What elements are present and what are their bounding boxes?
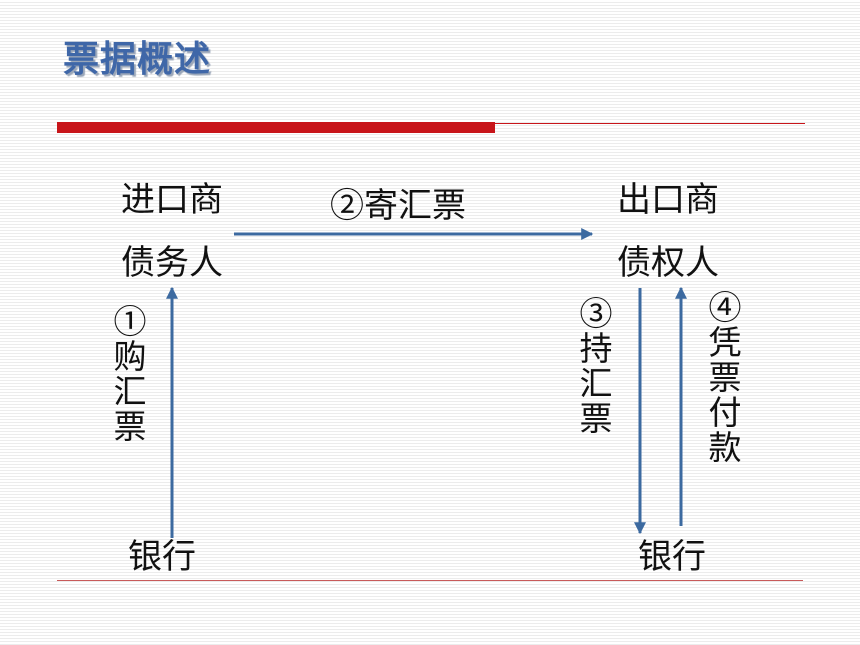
importer-label: 进口商 xyxy=(121,180,223,220)
bank-right-label: 银行 xyxy=(638,537,706,577)
step3-label: ③持汇票 xyxy=(579,294,613,438)
step1-label: ①购汇票 xyxy=(113,302,147,446)
footer-divider xyxy=(57,580,803,581)
bank-left-label: 银行 xyxy=(128,537,196,577)
slide-title: 票据概述 xyxy=(63,39,212,80)
debtor-label: 债务人 xyxy=(121,243,223,283)
title-underline-thin xyxy=(495,123,805,124)
step2-label: ②寄汇票 xyxy=(330,186,466,226)
exporter-label: 出口商 xyxy=(617,180,719,220)
title-underline-bar xyxy=(57,122,495,133)
creditor-label: 债权人 xyxy=(617,243,719,283)
step4-label: ④凭票付款 xyxy=(708,288,742,467)
